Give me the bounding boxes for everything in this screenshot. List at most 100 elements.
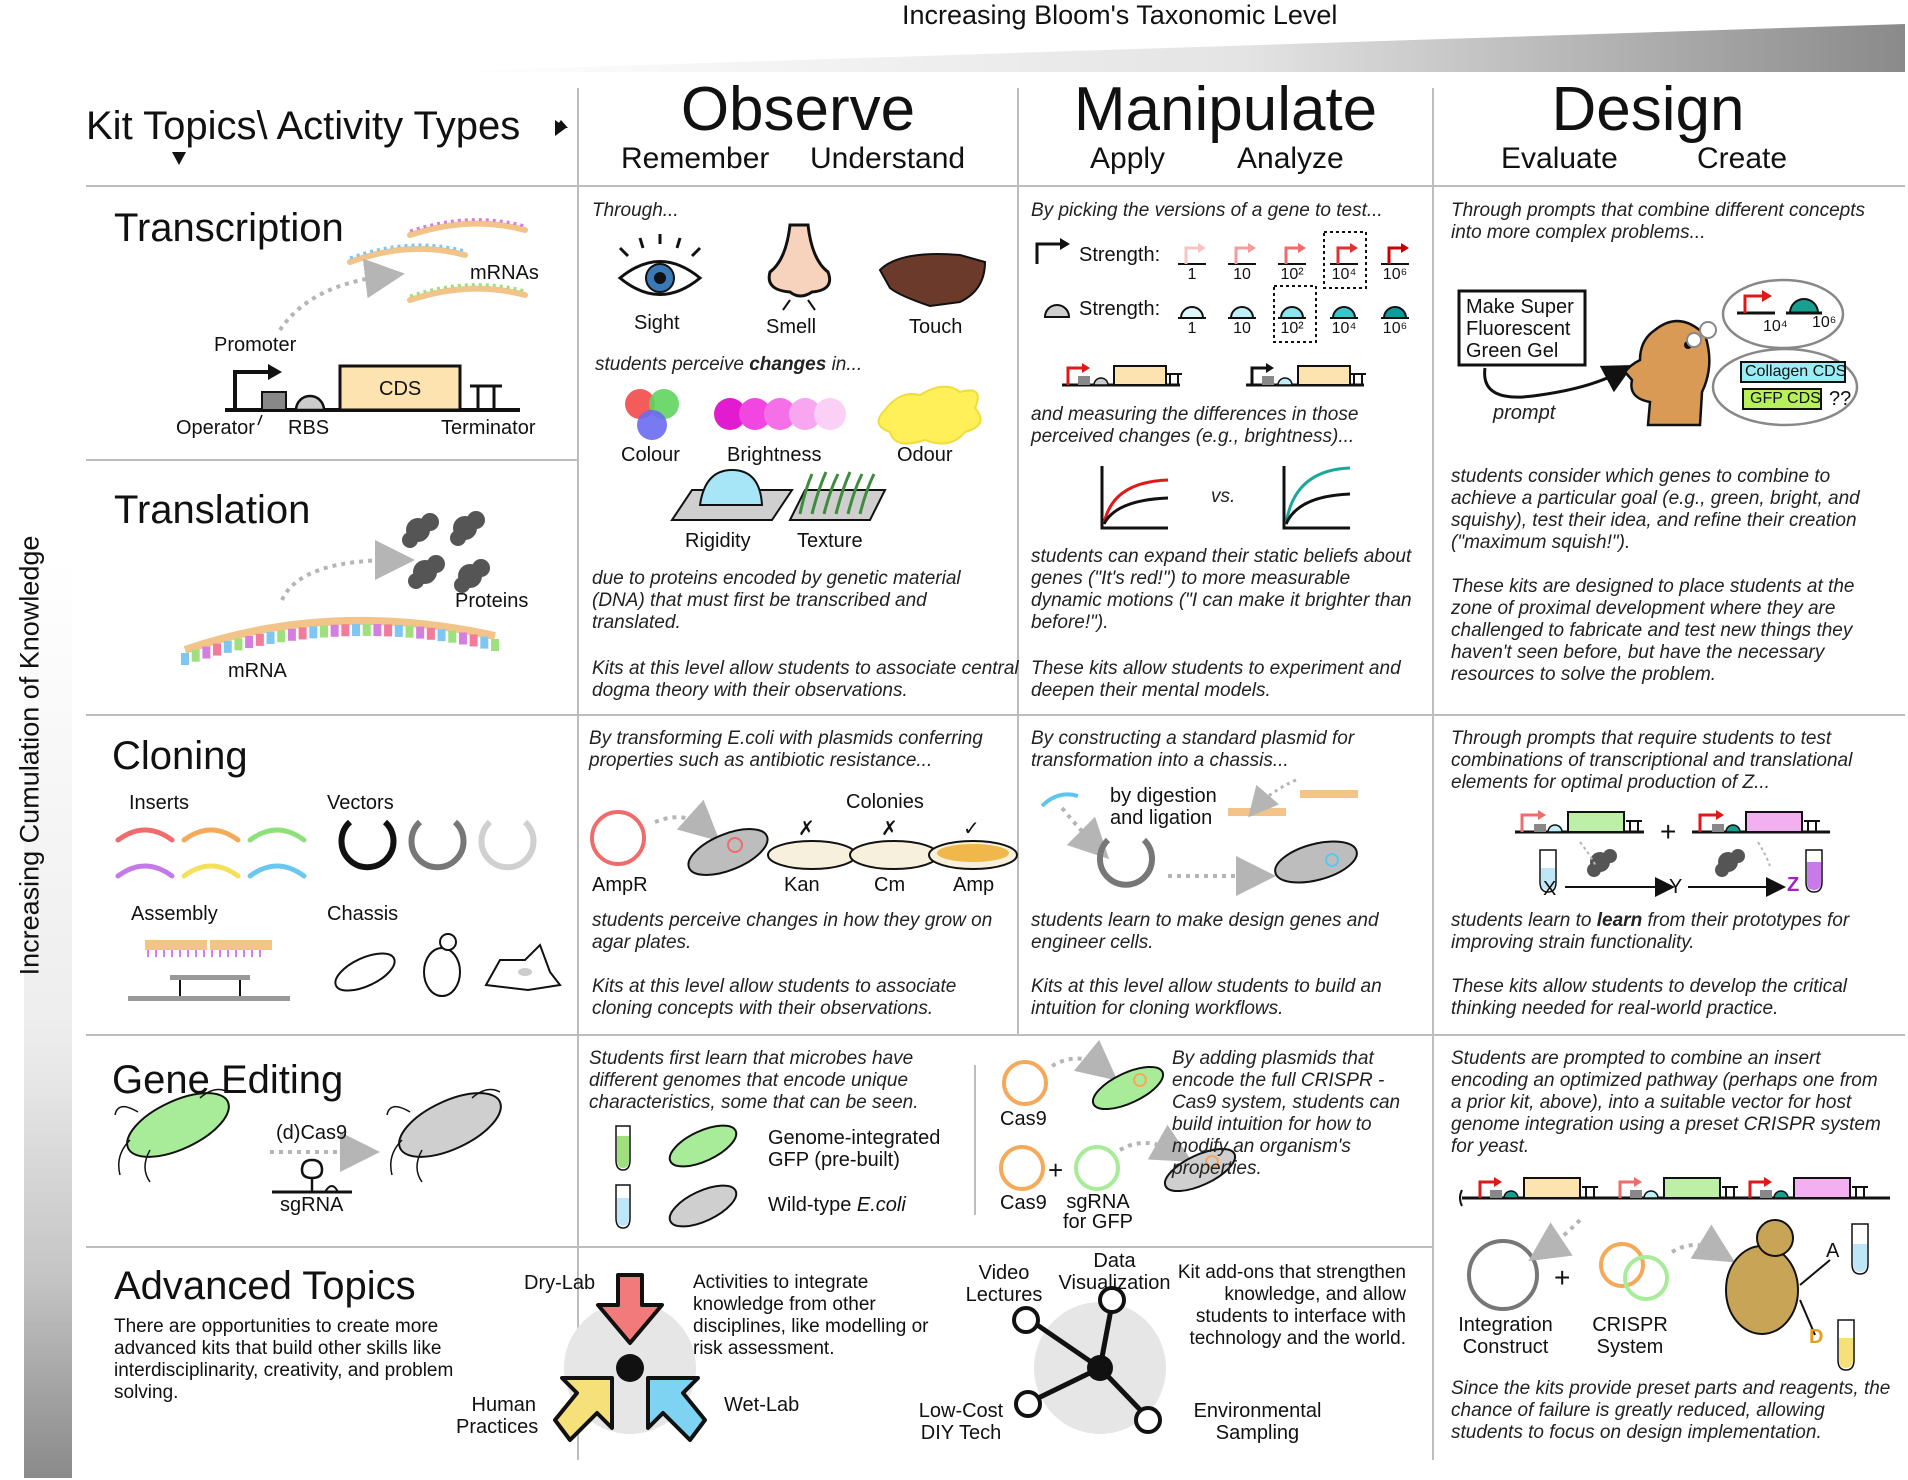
codon-block [213, 643, 222, 656]
label-ampr: AmpR [592, 874, 648, 896]
codon-block [287, 628, 296, 641]
strength-level-label: 10⁴ [1331, 320, 1357, 337]
label-gfp-cds: GFP CDS [1750, 390, 1821, 407]
manipulate-kits: These kits allow students to experiment … [1031, 658, 1401, 701]
design-consider: students consider which genes to combine… [1451, 466, 1860, 553]
codon-block [255, 633, 264, 646]
label-video-lectures: Video Lectures [965, 1262, 1043, 1306]
label-a: A [1826, 1240, 1840, 1262]
label-sight: Sight [634, 312, 680, 334]
codon-block [491, 639, 499, 651]
label-y: Y [1669, 876, 1683, 898]
strength-level-label: 10² [1280, 266, 1304, 283]
label-rbs: RBS [288, 417, 330, 439]
transcription-graphic [225, 218, 528, 426]
strength-level-label: 10⁶ [1382, 320, 1408, 337]
codon-block [234, 638, 243, 651]
column-sub2: Analyze [1237, 142, 1344, 175]
label-amp: Amp [953, 874, 995, 896]
codon-block [394, 624, 403, 637]
codon-block [458, 632, 467, 645]
manipulate-cl-constructing: By constructing a standard plasmid for t… [1031, 728, 1355, 771]
codon-block [181, 653, 189, 665]
label-gel-prompt-box: Make Super Fluorescent Green Gel [1466, 296, 1574, 362]
label-brightness: Brightness [727, 444, 822, 466]
design-ge-prompted: Students are prompted to combine an inse… [1451, 1048, 1881, 1157]
codon-block [405, 625, 414, 638]
label-odour: Odour [897, 444, 953, 466]
design-cl-prompts: Through prompts that require students to… [1451, 728, 1853, 793]
mark-cm-x: ✗ [881, 818, 898, 840]
observe-cloning-graphic [590, 799, 1018, 876]
gene-editing-graphic [114, 1088, 502, 1194]
cloning-graphic [115, 819, 562, 1001]
label-ge-plus: + [1048, 1155, 1064, 1185]
left-axis-label: Increasing Cumulation of Knowledge [14, 535, 45, 976]
codon-block [469, 634, 478, 647]
codon-block [223, 640, 232, 653]
label-environmental-sampling: Environmental Sampling [1193, 1400, 1322, 1444]
label-design-ge-plus: + [1554, 1262, 1571, 1293]
manipulate-picking: By picking the versions of a gene to tes… [1031, 200, 1383, 221]
label-promoter-104: 10⁴ [1763, 318, 1788, 335]
advanced-description: There are opportunities to create more a… [114, 1316, 454, 1403]
strength-level-label: 1 [1187, 320, 1197, 337]
strength-graphic [1035, 231, 1409, 530]
column-sub1: Remember [621, 142, 770, 175]
label-integration-construct: Integration Construct [1458, 1314, 1553, 1358]
label-data-visualization: Data Visualization [1058, 1250, 1171, 1294]
label-assembly: Assembly [131, 903, 218, 925]
observe-perceive: students perceive changes in... [595, 354, 863, 375]
codon-block [480, 636, 489, 649]
manipulate-measuring: and measuring the differences in those p… [1031, 404, 1359, 447]
design-zone: These kits are designed to place student… [1451, 576, 1855, 685]
manipulate-cl-learn: students learn to make design genes and … [1031, 910, 1379, 953]
codon-block [191, 649, 200, 662]
column-sub2: Create [1697, 142, 1788, 175]
codon-block [373, 624, 382, 637]
label-touch: Touch [909, 316, 963, 338]
column-title: Manipulate [1073, 75, 1378, 144]
label-prompt: prompt [1493, 402, 1556, 424]
label-collagen-cds: Collagen CDS [1745, 363, 1847, 380]
corner-label: Kit Topics\ Activity Types [86, 104, 521, 148]
topic-advanced: Advanced Topics [114, 1264, 416, 1308]
label-mrnas: mRNAs [470, 262, 539, 284]
design-cl-kits: These kits allow students to develop the… [1451, 976, 1848, 1019]
observe-cl-perceive: students perceive changes in how they gr… [592, 910, 993, 953]
codon-block [426, 627, 435, 640]
label-sgrna: sgRNA [280, 1194, 344, 1216]
design-ge-since: Since the kits provide preset parts and … [1451, 1378, 1891, 1443]
codon-block [298, 627, 307, 640]
label-cm: Cm [874, 874, 906, 896]
label-plus: + [1660, 816, 1677, 847]
column-sub1: Evaluate [1501, 142, 1618, 175]
observe-cl-transforming: By transforming E.coli with plasmids con… [589, 728, 983, 771]
label-crispr-system: CRISPR System [1592, 1314, 1668, 1358]
label-chassis: Chassis [327, 903, 399, 925]
design-ge-graphic [1459, 1177, 1890, 1371]
column-sub2: Understand [810, 142, 966, 175]
label-low-cost-diy: Low-Cost DIY Tech [918, 1400, 1004, 1444]
label-colour: Colour [621, 444, 680, 466]
texture-fibres [798, 471, 876, 515]
strength-level-label: 10 [1233, 266, 1251, 283]
codon-block [245, 635, 254, 648]
mark-amp-check: ✓ [963, 818, 980, 840]
label-cas9: (d)Cas9 [276, 1122, 348, 1144]
label-z: Z [1787, 874, 1800, 896]
manipulate-ge-adding: By adding plasmids that encode the full … [1172, 1048, 1401, 1179]
label-question-marks: ?? [1829, 388, 1852, 410]
label-x: X [1543, 878, 1557, 900]
manipulate-cloning-graphic [1040, 778, 1358, 896]
codon-block [266, 631, 275, 644]
table-grid [86, 88, 1905, 1460]
label-d: D [1809, 1326, 1824, 1348]
label-rigidity: Rigidity [685, 530, 751, 552]
topic-transcription: Transcription [114, 206, 344, 250]
label-smell: Smell [766, 316, 817, 338]
manipulate-ge-graphic [999, 1039, 1237, 1193]
label-genome-gfp: Genome-integrated GFP (pre-built) [768, 1127, 941, 1171]
top-axis-label: Increasing Bloom's Taxonomic Level [902, 0, 1338, 30]
topic-translation: Translation [114, 488, 311, 532]
